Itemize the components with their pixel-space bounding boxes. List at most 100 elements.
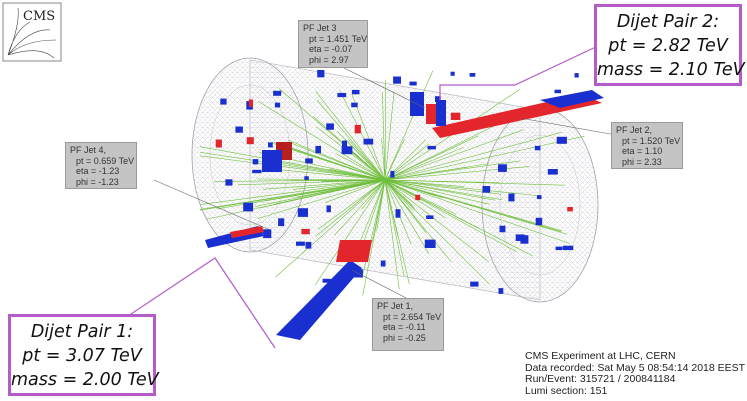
track: [384, 179, 537, 196]
track: [199, 152, 386, 181]
track: [384, 179, 570, 244]
pair-title: Dijet Pair 2:: [616, 12, 720, 32]
track: [199, 179, 386, 205]
jet-eta: eta = -0.07: [309, 44, 353, 54]
track: [262, 167, 386, 181]
calorimeter-cell: [351, 102, 358, 108]
pair-pt: pt = 3.07 TeV: [22, 346, 142, 366]
track: [384, 91, 395, 181]
jet1-tower-red: [336, 240, 372, 262]
calorimeter-cell: [395, 209, 401, 218]
calorimeter-cell: [555, 246, 563, 251]
pair-mass: mass = 2.10 TeV: [597, 60, 745, 80]
jet-label-leaders: [153, 61, 617, 301]
jet-phi: phi = 2.97: [309, 54, 349, 65]
run-event: Run/Event: 315721 / 200841184: [525, 373, 676, 385]
track: [257, 179, 386, 219]
track: [333, 179, 386, 236]
track: [384, 129, 524, 181]
track: [384, 179, 446, 219]
calorimeter-cell: [390, 170, 395, 178]
calorimeter-cell: [380, 260, 386, 267]
track: [262, 179, 386, 190]
calorimeter-cell: [515, 234, 525, 241]
calorimeter-cell: [354, 124, 361, 134]
experiment-name: CMS Experiment at LHC, CERN: [525, 350, 676, 362]
track: [275, 179, 386, 278]
calorimeter-cell: [220, 98, 227, 105]
calorimeter-cell: [499, 225, 506, 233]
track: [384, 179, 517, 252]
track: [384, 179, 400, 290]
calorimeter-cell: [235, 126, 243, 133]
jet-phi: phi = 2.33: [622, 156, 662, 167]
track: [199, 146, 386, 181]
calorimeter-cell: [508, 193, 515, 202]
track: [316, 99, 386, 181]
calorimeter-cell: [304, 176, 309, 180]
calorimeter-cell: [469, 73, 476, 77]
dijet-pair-2-box: Dijet Pair 2: pt = 2.82 TeV mass = 2.10 …: [594, 4, 745, 86]
calorimeter-cell: [243, 202, 254, 212]
calorimeter-cell: [268, 142, 273, 148]
track: [384, 179, 414, 212]
track: [384, 179, 534, 257]
jet-phi: phi = -0.25: [383, 332, 426, 343]
pair-pt: pt = 2.82 TeV: [608, 36, 728, 56]
calorimeter-cell: [252, 169, 262, 174]
calorimeter-cell: [427, 145, 436, 150]
jet-label-2: PF Jet 2, pt = 1.520 TeV eta = 1.10 phi …: [611, 122, 683, 169]
dijet-pair-1-box: Dijet Pair 1: pt = 3.07 TeV mass = 2.00 …: [8, 314, 159, 396]
track: [384, 179, 443, 199]
jet3-tower-blue-2: [436, 100, 446, 126]
track: [315, 179, 386, 237]
calorimeter-cell: [534, 145, 541, 151]
track: [348, 139, 386, 181]
calorimeter-cell: [482, 186, 491, 193]
jet-label-3: PF Jet 3 pt = 1.451 TeV eta = -0.07 phi …: [298, 20, 368, 68]
jet-eta: eta = -0.11: [383, 322, 426, 332]
track: [256, 178, 386, 181]
track: [384, 179, 502, 195]
track: [384, 79, 387, 181]
jet-pt: pt = 2.654 TeV: [383, 311, 442, 322]
track: [384, 115, 514, 181]
track: [384, 179, 495, 201]
calorimeter-cell: [252, 159, 259, 165]
track: [384, 179, 563, 232]
calorimeter-cell: [450, 112, 461, 120]
jet3-tower-red: [426, 104, 438, 124]
calorimeter-cell: [535, 217, 543, 226]
calorimeter-cell: [351, 89, 360, 95]
calorimeter-cell: [547, 169, 558, 175]
track: [214, 179, 386, 182]
calorimeter-cell: [248, 99, 253, 107]
center-tower-blue: [262, 150, 282, 172]
jet-pt: pt = 1.451 TeV: [309, 33, 368, 44]
track: [292, 179, 386, 190]
track: [324, 179, 386, 203]
track: [384, 179, 457, 215]
jet-towers: [205, 90, 604, 340]
track: [381, 138, 386, 181]
calorimeter-cell: [301, 228, 310, 235]
jet-label-4: PF Jet 4, pt = 0.659 TeV eta = -1.23 phi…: [65, 142, 137, 189]
track: [258, 101, 386, 181]
calorimeter-cell: [363, 138, 374, 145]
calorimeter-cell: [337, 93, 347, 98]
jet-pt: pt = 1.520 TeV: [622, 135, 681, 146]
pair-title: Dijet Pair 1:: [30, 322, 134, 342]
calorimeter-cell: [326, 205, 331, 213]
jet2-tower-blue: [540, 90, 604, 108]
track: [336, 131, 386, 181]
calorimeter-cell: [225, 179, 233, 186]
calorimeter-cell: [342, 140, 348, 150]
track: [384, 135, 585, 181]
track: [384, 179, 503, 201]
cms-logo-icon: [2, 2, 62, 62]
track: [322, 179, 386, 194]
track: [384, 179, 452, 262]
calorimeter-cell: [393, 76, 401, 84]
calorimeter-cell: [450, 71, 455, 76]
